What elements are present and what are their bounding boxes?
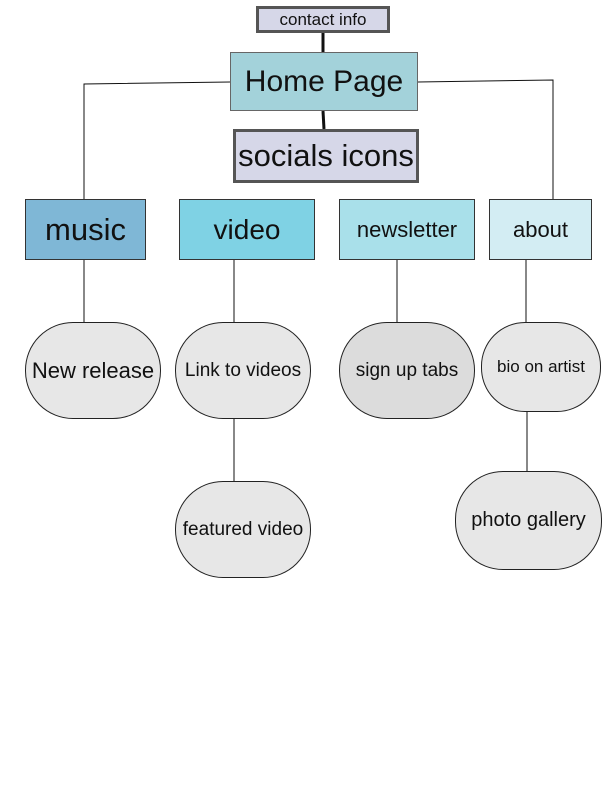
new-release-node: New release (25, 322, 161, 419)
connector-home-socials (321, 110, 326, 130)
connector-home-about (417, 79, 554, 199)
socials-icons-node: socials icons (233, 129, 419, 183)
about-node: about (489, 199, 592, 260)
link-to-videos-node: Link to videos (175, 322, 311, 419)
bio-on-artist-node: bio on artist (481, 322, 601, 412)
newsletter-node: newsletter (339, 199, 475, 260)
featured-video-node: featured video (175, 481, 311, 578)
connector-home-music (83, 81, 231, 199)
sign-up-tabs-node: sign up tabs (339, 322, 475, 419)
music-node: music (25, 199, 146, 260)
photo-gallery-node: photo gallery (455, 471, 602, 570)
contact-info-node: contact info (256, 6, 390, 33)
home-page-node: Home Page (230, 52, 418, 111)
video-node: video (179, 199, 315, 260)
